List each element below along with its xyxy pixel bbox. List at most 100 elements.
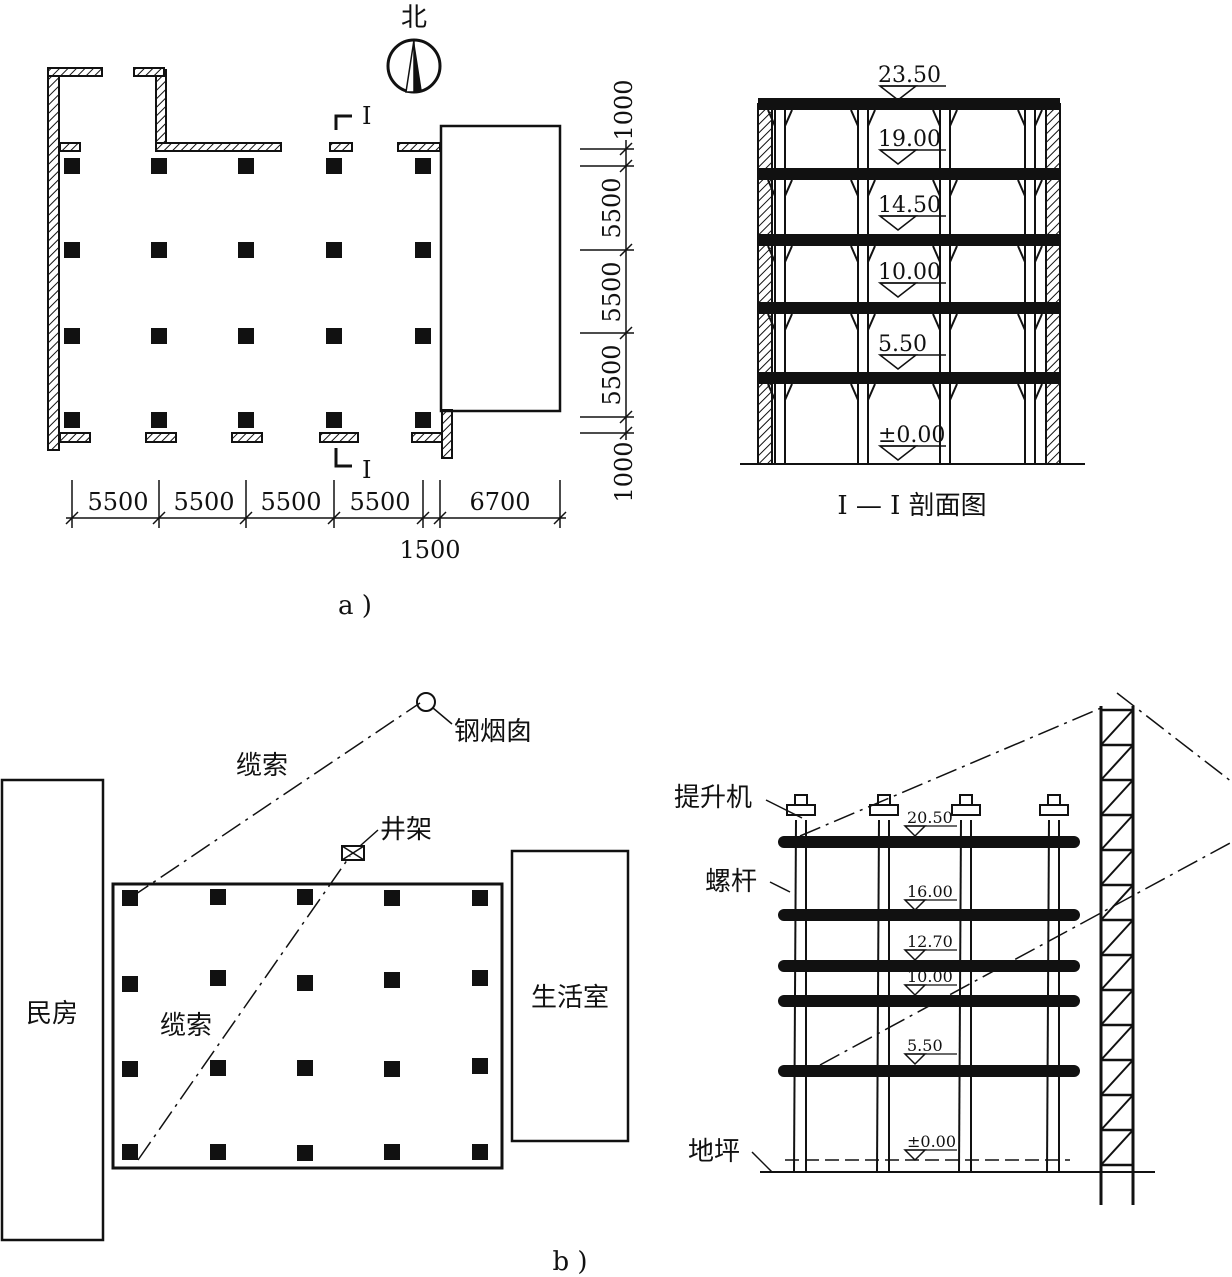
section-level-marker-4 xyxy=(877,354,919,370)
dim-h-3: 5500 xyxy=(260,488,321,516)
section-slabs xyxy=(758,98,1060,401)
section-level-marker-0 xyxy=(877,85,919,101)
tower-brace-4 xyxy=(1100,849,1134,886)
column-a-1-2 xyxy=(151,328,167,344)
tower-brace-10 xyxy=(1100,1059,1134,1096)
elev-slab-3 xyxy=(778,995,1080,1007)
elev-slab-2 xyxy=(778,960,1080,972)
column-a-1-1 xyxy=(151,242,167,258)
section-capital-0-2 xyxy=(932,109,958,127)
section-level-text-1: 19.00 xyxy=(878,127,941,152)
dim-v-3: 5500 xyxy=(598,261,626,322)
section-mark-bottom-label: I xyxy=(362,456,371,484)
section-capital-2-1 xyxy=(850,245,876,263)
section-capital-0-1 xyxy=(850,109,876,127)
hoist-label: 提升机 xyxy=(674,783,752,813)
section-columns xyxy=(774,104,1036,464)
section-level-text-0: 23.50 xyxy=(878,63,941,88)
caption-a: a ) xyxy=(338,591,372,621)
column-a-0-2 xyxy=(64,328,80,344)
tower-brace-6 xyxy=(1100,919,1134,956)
column-a-1-3 xyxy=(151,412,167,428)
column-b-12 xyxy=(297,1060,313,1076)
elev-level-marker-2 xyxy=(903,949,927,962)
section-level-marker-3 xyxy=(877,282,919,298)
chimney-label: 钢烟囱 xyxy=(454,717,532,747)
column-a-4-3 xyxy=(415,412,431,428)
elev-level-text-1: 16.00 xyxy=(907,882,953,901)
derrick-tower xyxy=(1100,708,1134,1167)
elev-slab-1 xyxy=(778,909,1080,921)
elev-level-text-4: 5.50 xyxy=(907,1036,943,1055)
section-capital-3-1 xyxy=(850,313,876,331)
column-b-13 xyxy=(384,1061,400,1077)
section-level-text-4: 5.50 xyxy=(878,332,927,357)
dim-h-4: 5500 xyxy=(349,488,410,516)
elevation-view-b xyxy=(760,706,1155,1205)
dim-gap: 1500 xyxy=(399,536,460,564)
column-a-1-0 xyxy=(151,158,167,174)
column-b-10 xyxy=(122,1061,138,1077)
column-a-4-1 xyxy=(415,242,431,258)
hoist-1 xyxy=(869,804,899,816)
section-capital-4-3 xyxy=(1017,383,1043,401)
section-capital-4-2 xyxy=(932,383,958,401)
elev-slab-4 xyxy=(778,1065,1080,1077)
section-capital-2-0 xyxy=(767,245,793,263)
rod-leader xyxy=(769,881,791,893)
column-a-3-0 xyxy=(326,158,342,174)
column-a-4-2 xyxy=(415,328,431,344)
column-b-18 xyxy=(384,1144,400,1160)
plan-view-a xyxy=(47,67,562,459)
elev-level-marker-0 xyxy=(903,825,927,838)
section-mark-top xyxy=(334,114,352,130)
adjacent-building-a xyxy=(439,124,562,413)
right-building-label: 生活室 xyxy=(531,983,609,1013)
horizontal-dimensions xyxy=(65,480,567,528)
right-building xyxy=(510,849,630,1143)
elev-level-text-0: 20.50 xyxy=(907,808,953,827)
elev-level-marker-4 xyxy=(903,1053,927,1066)
tower-brace-3 xyxy=(1100,814,1134,851)
column-b-15 xyxy=(122,1144,138,1160)
elev-level-marker-1 xyxy=(903,899,927,912)
column-b-2 xyxy=(297,889,313,905)
plan-b-columns xyxy=(122,889,488,1161)
section-level-marker-5 xyxy=(877,445,919,461)
section-capital-1-0 xyxy=(767,179,793,197)
hoist-top-0 xyxy=(794,794,808,806)
elev-level-marker-5 xyxy=(903,1149,927,1162)
elev-slab-0 xyxy=(778,836,1080,848)
section-capital-3-0 xyxy=(767,313,793,331)
column-b-19 xyxy=(472,1144,488,1160)
column-a-3-3 xyxy=(326,412,342,428)
section-slab-1 xyxy=(758,168,1060,180)
section-level-text-2: 14.50 xyxy=(878,193,941,218)
section-capital-4-0 xyxy=(767,383,793,401)
section-slab-0 xyxy=(758,98,1060,110)
hoist-top-1 xyxy=(877,794,891,806)
column-b-8 xyxy=(384,972,400,988)
elev-level-text-5: ±0.00 xyxy=(907,1132,956,1151)
column-b-17 xyxy=(297,1145,313,1161)
column-b-14 xyxy=(472,1058,488,1074)
derrick-label: 井架 xyxy=(380,815,432,845)
section-title: I — I 剖面图 xyxy=(837,491,986,521)
column-a-0-3 xyxy=(64,412,80,428)
dim-h-2: 5500 xyxy=(173,488,234,516)
vertical-dimensions xyxy=(580,140,634,440)
section-capital-3-3 xyxy=(1017,313,1043,331)
left-building-label: 民房 xyxy=(26,999,78,1029)
section-level-marker-1 xyxy=(877,149,919,165)
section-capital-0-0 xyxy=(767,109,793,127)
section-capital-1-2 xyxy=(932,179,958,197)
section-capital-0-3 xyxy=(1017,109,1043,127)
column-b-16 xyxy=(210,1144,226,1160)
hoist-3 xyxy=(1039,804,1069,816)
caption-b: b ) xyxy=(552,1247,587,1277)
section-level-text-5: ±0.00 xyxy=(878,423,945,448)
dim-v-2: 5500 xyxy=(598,177,626,238)
